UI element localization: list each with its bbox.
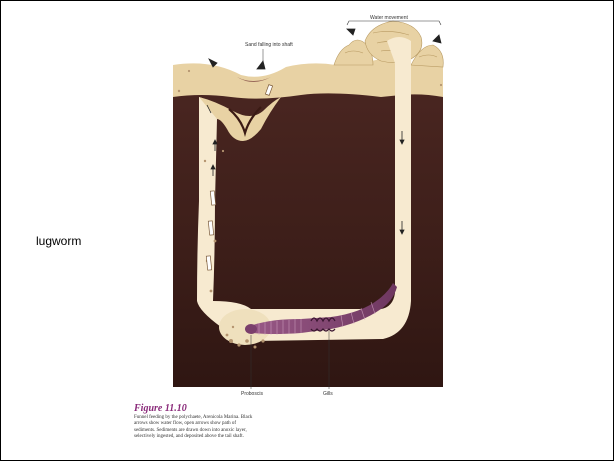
- proboscis: [245, 324, 257, 334]
- label-sand-falling: Sand falling into shaft: [245, 42, 293, 48]
- figure-caption-title: Figure 11.10: [134, 403, 187, 414]
- figure-caption-body: Funnel feeding by the polychaete, Arenic…: [134, 415, 254, 440]
- label-proboscis: Proboscis: [241, 391, 263, 397]
- label-gills: Gills: [323, 391, 333, 397]
- tail-shaft: [395, 61, 411, 301]
- label-water-movement: Water movement: [370, 15, 408, 21]
